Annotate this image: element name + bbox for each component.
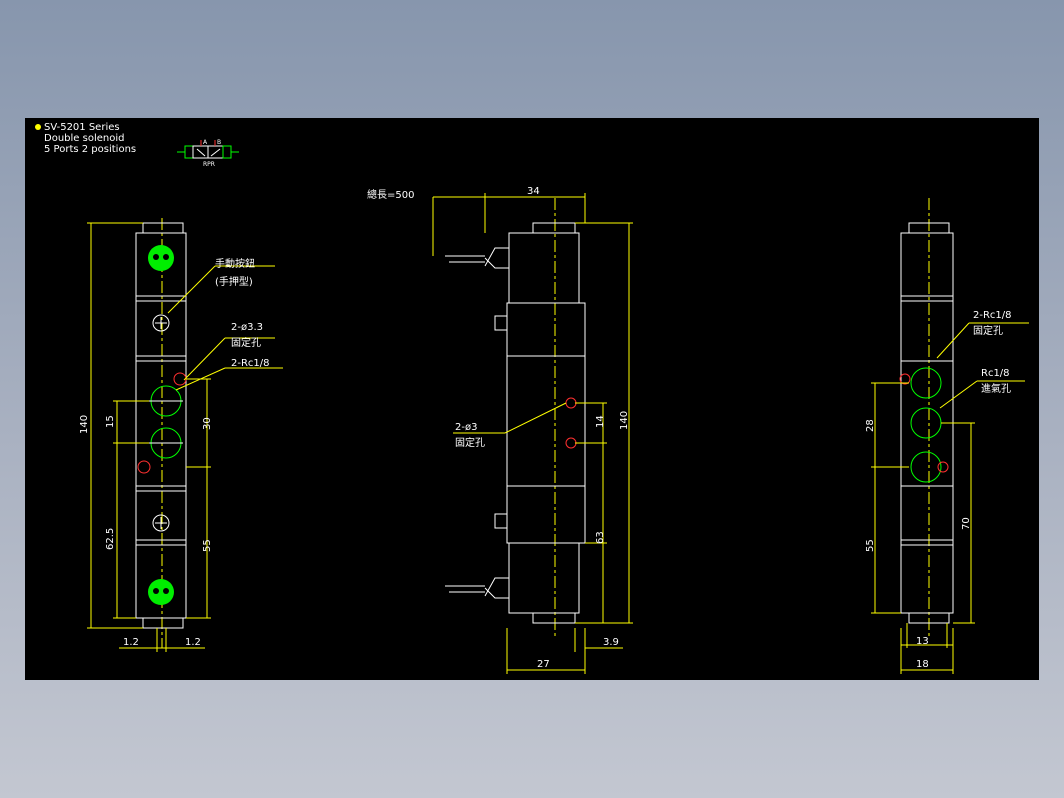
valve-symbol-icon [177,140,239,159]
series-title: SV-5201 Series [44,122,120,133]
back-port-label-1: 2-Rc1/8 [973,310,1012,321]
cable-length-label: 總長=500 [367,188,414,201]
side-hole-label-1: 2-ø3 [455,422,477,433]
front-view: 手動按鈕 (手押型) 2-ø3.3 固定孔 2-Rc1/8 140 15 30 … [79,218,283,652]
symbol-port-b: B [217,139,221,146]
dim-side-14: 14 [595,415,606,428]
manual-button-label-1: 手動按鈕 [215,257,255,270]
dim-back-70: 70 [961,517,972,530]
mount-hole-label-1: 2-ø3.3 [231,322,263,333]
dim-back-55: 55 [865,539,876,552]
bottom-solenoid-icon [148,579,174,605]
dim-back-13: 13 [916,636,929,647]
dim-62-5: 62.5 [105,528,116,550]
valve-ports: 5 Ports 2 positions [44,144,136,155]
dim-left-1-2: 1.2 [123,637,139,648]
dim-right-1-2: 1.2 [185,637,201,648]
valve-type: Double solenoid [44,133,124,144]
back-port-bottom-icon [910,451,942,483]
dim-side-34: 34 [527,186,540,197]
back-port-top-icon [910,367,942,399]
symbol-port-bottom: RPR [203,161,215,168]
dim-side-27: 27 [537,659,550,670]
dim-30: 30 [202,417,213,430]
side-dimension-lines [432,193,633,674]
back-dimension-lines [871,322,1029,674]
symbol-port-a: A [203,139,208,146]
inlet-label-2: 進氣孔 [981,382,1011,395]
port-label: 2-Rc1/8 [231,358,270,369]
mount-hole-label-2: 固定孔 [231,336,261,349]
dim-side-3-9: 3.9 [603,637,619,648]
back-port-label-2: 固定孔 [973,324,1003,337]
side-cable-icon [445,247,509,599]
cad-drawing: SV-5201 Series Double solenoid 5 Ports 2… [25,118,1039,680]
manual-button-label-2: (手押型) [215,275,253,288]
side-hole-label-2: 固定孔 [455,436,485,449]
back-view: 2-Rc1/8 固定孔 Rc1/8 進氣孔 28 55 70 13 18 [865,198,1029,674]
dim-back-18: 18 [916,659,929,670]
dim-side-140: 140 [619,411,630,430]
dim-total-height: 140 [79,415,90,434]
side-view: 總長=500 34 2-ø3 固定孔 14 140 63 3.9 27 [367,186,633,674]
mount-hole-bottom-icon [137,460,151,474]
front-dimension-lines [87,222,283,652]
dim-55: 55 [202,539,213,552]
dim-back-28: 28 [865,419,876,432]
top-solenoid-icon [148,245,174,271]
cad-drawing-canvas: SV-5201 Series Double solenoid 5 Ports 2… [25,118,1039,680]
back-hole-top-icon [899,373,911,385]
back-hole-bottom-icon [937,461,949,473]
front-bottom-connector [142,617,184,629]
dim-side-63: 63 [595,531,606,544]
manual-button-top-icon [152,314,170,332]
title-block: SV-5201 Series Double solenoid 5 Ports 2… [35,122,136,155]
inlet-label-1: Rc1/8 [981,368,1010,379]
manual-button-bottom-icon [152,514,170,532]
drawing-background [25,118,1039,680]
title-bullet-icon [35,124,41,130]
dim-15: 15 [105,415,116,428]
